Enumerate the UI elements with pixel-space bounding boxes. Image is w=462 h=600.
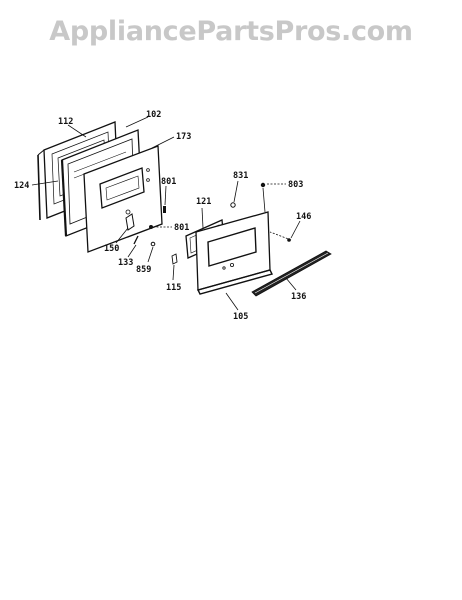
screw-801-upper-icon bbox=[163, 206, 166, 213]
right-hardware bbox=[171, 182, 291, 265]
callout-115: 115 bbox=[166, 283, 181, 293]
callout-801-lower: 801 bbox=[174, 223, 189, 233]
callout-133: 133 bbox=[118, 258, 133, 268]
door-handle-136 bbox=[251, 250, 332, 297]
callout-859: 859 bbox=[136, 265, 151, 275]
outer-door-frame bbox=[196, 269, 274, 295]
right-leader-lines bbox=[172, 180, 301, 311]
inner-window-opening bbox=[99, 167, 145, 209]
bolt-859-icon bbox=[150, 241, 156, 247]
screw-831-icon bbox=[230, 202, 236, 208]
callout-112: 112 bbox=[58, 117, 73, 127]
callout-labels: 112 102 173 124 801 801 150 133 859 831 … bbox=[14, 110, 311, 322]
clip-115-icon bbox=[171, 253, 178, 265]
hinge-150-icon bbox=[125, 213, 135, 231]
callout-173: 173 bbox=[176, 132, 191, 142]
screw-801-lower-icon bbox=[149, 225, 153, 229]
callout-146: 146 bbox=[296, 212, 311, 222]
callout-803: 803 bbox=[288, 180, 303, 190]
screw-803-icon bbox=[260, 182, 266, 188]
callout-136: 136 bbox=[291, 292, 306, 302]
callout-831: 831 bbox=[233, 171, 248, 181]
spring-133-icon bbox=[133, 235, 139, 245]
callout-124: 124 bbox=[14, 181, 29, 191]
callout-801-upper: 801 bbox=[161, 177, 176, 187]
left-leader-lines bbox=[31, 116, 175, 263]
callout-150: 150 bbox=[104, 244, 119, 254]
callout-102: 102 bbox=[146, 110, 161, 120]
left-hardware bbox=[125, 206, 166, 247]
callout-105: 105 bbox=[233, 312, 248, 322]
callout-121: 121 bbox=[196, 197, 211, 207]
outer-window-opening bbox=[207, 227, 257, 267]
screw-146-icon bbox=[287, 238, 291, 242]
outer-door-assembly bbox=[185, 211, 274, 295]
watermark-text: AppliancePartsPros.com bbox=[49, 16, 413, 47]
inner-door-assembly bbox=[37, 121, 163, 253]
